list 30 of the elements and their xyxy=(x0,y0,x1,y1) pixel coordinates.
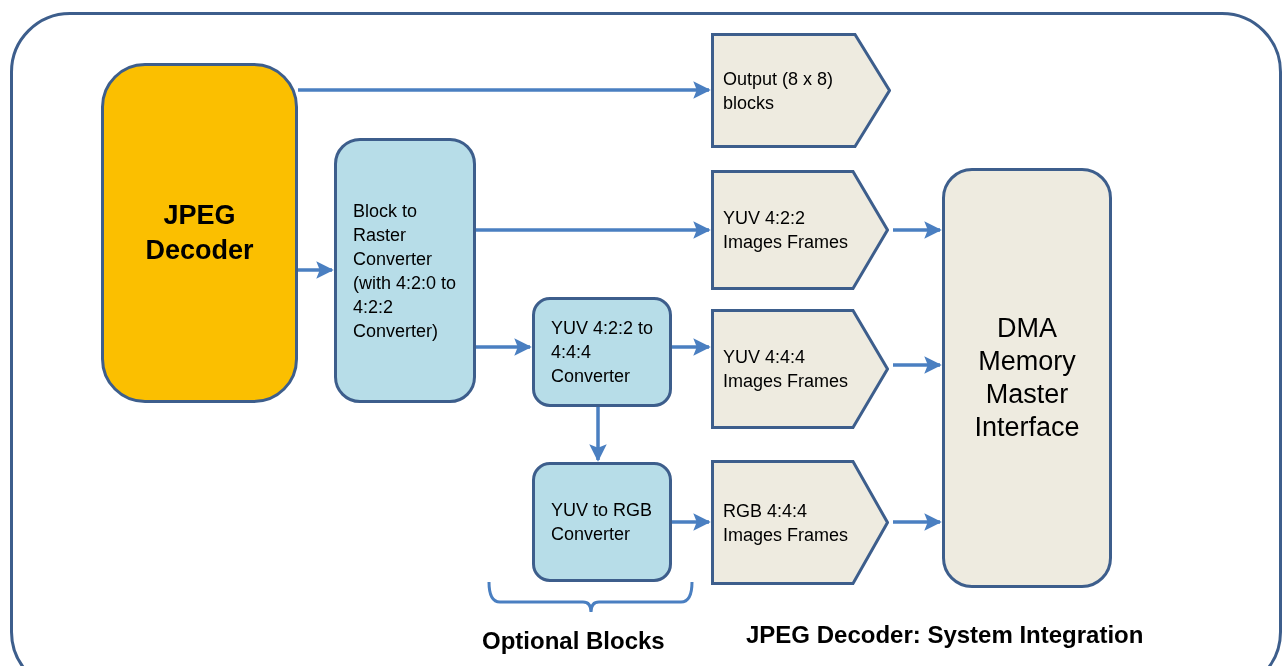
arrow xyxy=(298,261,334,279)
node-label: YUV 4:2:2 to 4:4:4 Converter xyxy=(550,317,655,388)
output-pentagon xyxy=(711,460,889,585)
node-label: Output (8 x 8) blocks xyxy=(722,67,835,115)
node-label: Block to Raster Converter (with 4:2:0 to 4:2:2 Converter) xyxy=(352,199,458,343)
arrow xyxy=(672,513,711,531)
diagram-title: JPEG Decoder: System Integration xyxy=(746,620,1144,650)
node-label: DMA Memory Master Interface xyxy=(973,312,1081,444)
process-box xyxy=(101,63,298,403)
process-box xyxy=(532,297,672,407)
arrow xyxy=(589,407,607,462)
node-label: YUV 4:4:4 Images Frames xyxy=(722,346,850,393)
arrow xyxy=(298,81,711,99)
arrow xyxy=(893,221,942,239)
bracket-label: Optional Blocks xyxy=(482,626,665,656)
node-label: JPEG Decoder xyxy=(144,199,255,267)
process-box xyxy=(942,168,1112,588)
arrow xyxy=(476,338,532,356)
arrow xyxy=(476,221,711,239)
node-label: YUV 4:2:2 Images Frames xyxy=(722,207,850,254)
node-label: YUV to RGB Converter xyxy=(550,499,654,546)
output-pentagon xyxy=(711,309,889,429)
arrow xyxy=(893,513,942,531)
output-pentagon xyxy=(711,33,891,148)
output-pentagon xyxy=(711,170,889,290)
process-box xyxy=(532,462,672,582)
process-box xyxy=(334,138,476,403)
arrow xyxy=(893,356,942,374)
arrow xyxy=(672,338,711,356)
node-label: RGB 4:4:4 Images Frames xyxy=(722,499,850,547)
